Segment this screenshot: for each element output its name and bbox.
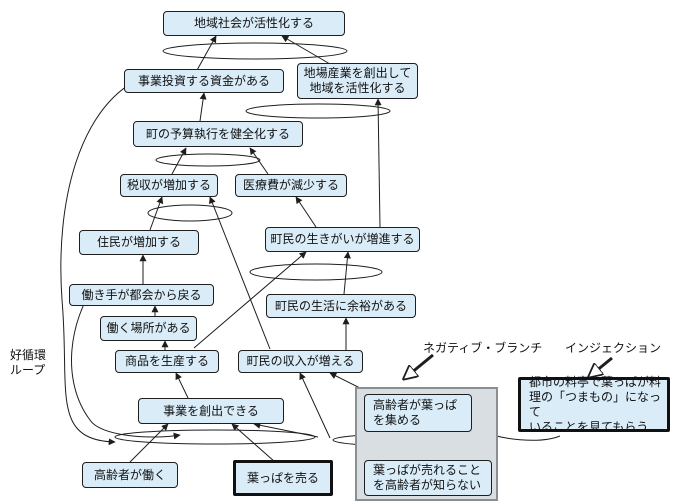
negative-branch-label: ネガティブ・ブランチ [423,341,543,355]
arrow [249,147,269,175]
node-community-activated: 地域社会が活性化する [163,11,345,36]
node-income-increase: 町民の収入が増える [238,350,363,373]
node-workers-return: 働き手が都会から戻る [69,284,214,306]
arrow [175,372,189,399]
and-ellipse-3 [155,153,261,167]
and-ellipse-2 [245,103,391,119]
node-purpose-of-life: 町民の生きがいが増進する [265,227,420,252]
and-ellipse-4 [147,204,233,222]
arrow [193,251,307,349]
arrow [209,196,271,350]
and-ellipse-1 [162,42,348,60]
arrow [231,423,276,463]
node-produce-goods: 商品を生産する [115,350,219,373]
arrow [129,423,169,463]
arrow [343,251,351,295]
arrow [171,147,187,175]
node-injection-show-tsumamono: 都市の料亭で葉っぱが料 理の「つまもの」になって いることを見てもらう [518,375,670,434]
negative-branch-pointer [405,353,434,378]
node-tax-revenue: 税収が増加する [120,174,218,197]
node-elderly-collect-leaves: 高齢者が葉っぱ を集める [364,394,472,432]
arrow [374,98,382,228]
arrow [195,35,217,73]
arrow [253,421,319,438]
node-elderly-work: 高齢者が働く [82,462,178,488]
node-workplace: 働く場所がある [100,316,197,341]
node-sell-leaves: 葉っぱを売る [233,460,333,496]
node-elderly-dont-know: 葉っぱが売れること を高齢者が知らない [364,460,492,496]
arrow [299,372,331,439]
virtuous-loop-label: 好循環 ループ [10,348,47,377]
loop-arrow [71,284,181,440]
arrow [199,92,207,122]
arrow [281,35,331,65]
and-ellipse-5 [249,263,383,281]
injection-pointer [590,356,613,376]
loop-arrow [60,79,138,446]
node-create-business: 事業を創出できる [138,398,284,424]
injection-label: インジェクション [565,341,662,355]
arrow [295,196,317,228]
and-ellipse-6 [114,429,316,445]
node-medical-costs: 医療費が減少する [235,174,347,197]
node-budget-health: 町の予算執行を健全化する [133,121,303,147]
node-investment-funds: 事業投資する資金がある [124,69,284,93]
node-local-industry: 地場産業を創出して 地域を活性化する [297,63,418,99]
arrow [149,196,164,231]
node-residents-increase: 住民が増加する [79,230,199,255]
node-life-margin: 町民の生活に余裕がある [266,294,416,318]
